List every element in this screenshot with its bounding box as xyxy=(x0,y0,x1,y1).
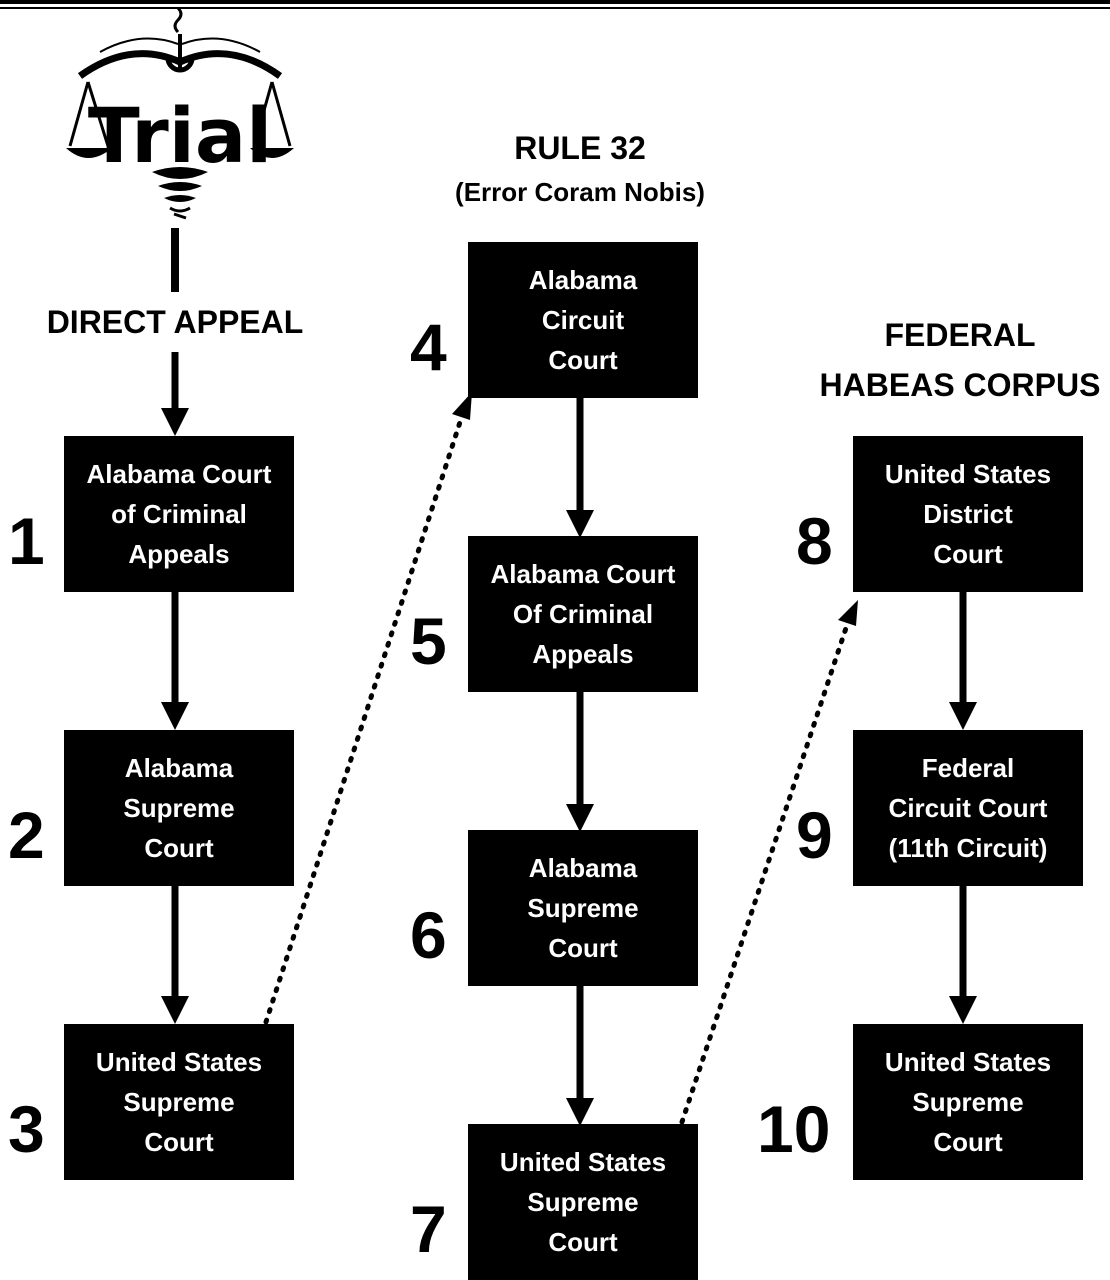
dotted-link-step-7-to-step-8 xyxy=(679,619,851,1125)
court-box-step-7: United States Supreme Court xyxy=(468,1124,698,1280)
court-box-step-4: Alabama Circuit Court xyxy=(468,242,698,398)
step-number-6: 6 xyxy=(410,898,447,972)
step-number-2: 2 xyxy=(8,798,45,872)
step-number-1: 1 xyxy=(8,504,45,578)
subheading-error-coram-nobis: (Error Coram Nobis) xyxy=(455,177,705,207)
court-box-step-3: United States Supreme Court xyxy=(64,1024,294,1180)
step-number-10: 10 xyxy=(757,1092,831,1166)
heading-federal-habeas-corpus: FEDERAL HABEAS CORPUS xyxy=(819,317,1101,403)
court-box-step-10: United States Supreme Court xyxy=(853,1024,1083,1180)
court-box-step-9: Federal Circuit Court (11th Circuit) xyxy=(853,730,1083,886)
heading-direct-appeal: DIRECT APPEAL xyxy=(46,304,304,340)
court-box-step-6: Alabama Supreme Court xyxy=(468,830,698,986)
step-number-4: 4 xyxy=(410,310,447,384)
step-number-3: 3 xyxy=(8,1092,45,1166)
dotted-link-step-3-to-step-4 xyxy=(263,413,465,1025)
court-box-step-8: United States District Court xyxy=(853,436,1083,592)
top-border-thin xyxy=(0,7,1110,9)
step-number-5: 5 xyxy=(410,604,447,678)
court-box-step-1: Alabama Court of Criminal Appeals xyxy=(64,436,294,592)
step-number-7: 7 xyxy=(410,1192,447,1266)
top-border xyxy=(0,0,1110,4)
court-box-step-2: Alabama Supreme Court xyxy=(64,730,294,886)
step-number-8: 8 xyxy=(796,504,833,578)
heading-rule-32: RULE 32 xyxy=(514,130,646,166)
logo-word: Trial xyxy=(88,91,272,180)
trial-scales-logo: Trial xyxy=(66,6,294,220)
step-number-9: 9 xyxy=(796,798,833,872)
court-box-step-5: Alabama Court Of Criminal Appeals xyxy=(468,536,698,692)
